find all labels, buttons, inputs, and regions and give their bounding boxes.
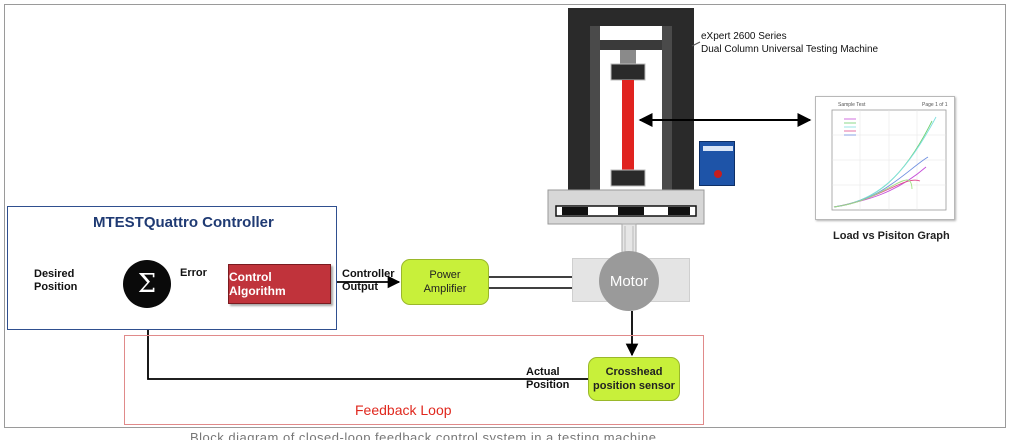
error-label: Error: [180, 267, 207, 279]
crosshead-position-sensor: Crosshead position sensor: [588, 357, 680, 401]
testing-machine: [547, 8, 705, 255]
graph-caption: Load vs Pisiton Graph: [833, 230, 950, 242]
specimen: [622, 80, 634, 172]
machine-column-left-inner: [590, 26, 600, 190]
machine-grip-bottom: [610, 169, 646, 187]
machine-caption: eXpert 2600 Series Dual Column Universal…: [701, 31, 879, 55]
graph-curve: [833, 179, 913, 208]
machine-caption-leader: [691, 41, 701, 47]
machine-top-beam: [600, 40, 662, 50]
controller-hardware-label: [703, 146, 733, 151]
control-algorithm-block: Control Algorithm: [228, 264, 331, 304]
machine-column-left: [568, 8, 590, 190]
load-position-graph: Sample Test Page 1 of 1: [815, 96, 955, 220]
figure-caption: Block diagram of closed-loop feedback co…: [190, 430, 657, 440]
controller-output-label: Controller Output: [342, 268, 395, 293]
feedback-loop-label: Feedback Loop: [355, 402, 452, 418]
graph-plot: Sample Test Page 1 of 1: [831, 102, 948, 211]
summation-junction: Σ: [123, 260, 171, 308]
feedback-path: [141, 309, 588, 380]
machine-column-right-inner: [662, 26, 672, 190]
controller-hardware-button: [714, 170, 722, 178]
graph-header-left: Sample Test: [838, 102, 866, 108]
motor: Motor: [599, 251, 659, 311]
machine-shaft: [621, 223, 637, 255]
controller-hardware-unit: [699, 141, 735, 186]
diagram-frame: [4, 4, 1006, 428]
machine-grip-top: [610, 63, 646, 81]
graph-curves: [833, 116, 937, 208]
machine-crosshead-top: [568, 8, 694, 26]
machine-column-right: [672, 8, 694, 190]
graph-header-right: Page 1 of 1: [922, 102, 948, 108]
feedback-loop-box: [124, 335, 704, 425]
graph-legend: [844, 118, 856, 136]
controller-title: MTESTQuattro Controller: [93, 214, 274, 231]
machine-load-cell: [620, 50, 636, 64]
actual-position-label: Actual Position: [526, 366, 570, 391]
desired-position-label: Desired Position: [34, 268, 78, 293]
power-amplifier-block: Power Amplifier: [401, 259, 489, 305]
